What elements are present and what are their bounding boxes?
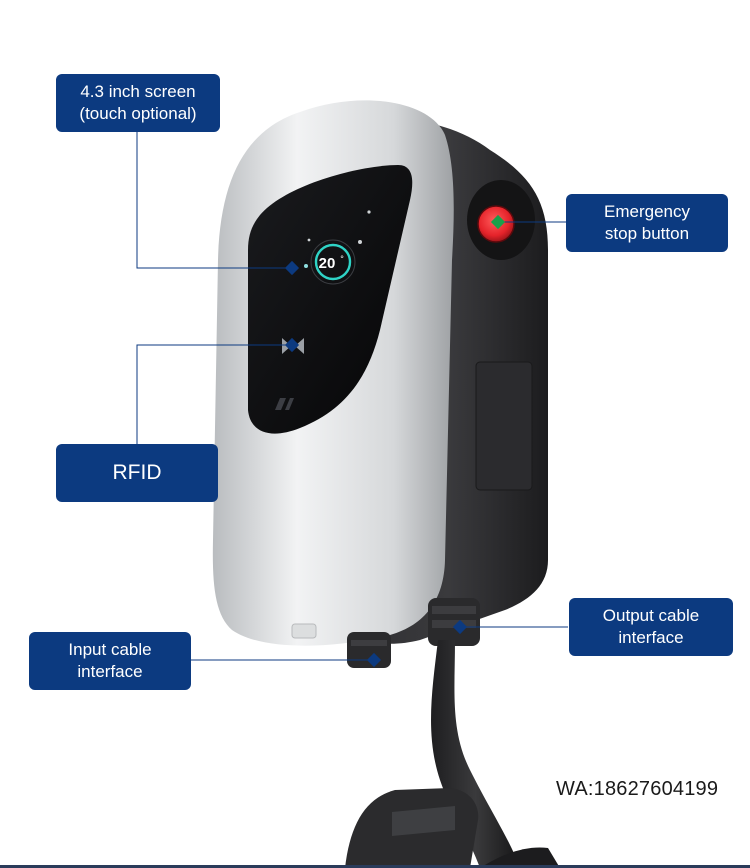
side-panel bbox=[475, 361, 533, 491]
input-cable-gland bbox=[347, 632, 391, 668]
display-ring bbox=[314, 243, 352, 281]
bottom-divider bbox=[0, 865, 750, 868]
callout-emergency-stop: Emergency stop button bbox=[566, 194, 728, 252]
callout-output-cable: Output cable interface bbox=[569, 598, 733, 656]
contact-watermark: WA:18627604199 bbox=[556, 778, 719, 800]
leader-dot-marker bbox=[284, 214, 506, 668]
brand-logo-icon bbox=[275, 398, 294, 410]
bottom-badge bbox=[291, 623, 317, 639]
display-value: 20 bbox=[319, 255, 336, 272]
callout-rfid: RFID bbox=[56, 444, 218, 502]
screen-panel bbox=[248, 165, 413, 434]
callout-input-cable: Input cable interface bbox=[29, 632, 191, 690]
display-unit: ° bbox=[340, 254, 344, 264]
callout-screen: 4.3 inch screen (touch optional) bbox=[56, 74, 220, 132]
leader-lines bbox=[136, 132, 568, 661]
